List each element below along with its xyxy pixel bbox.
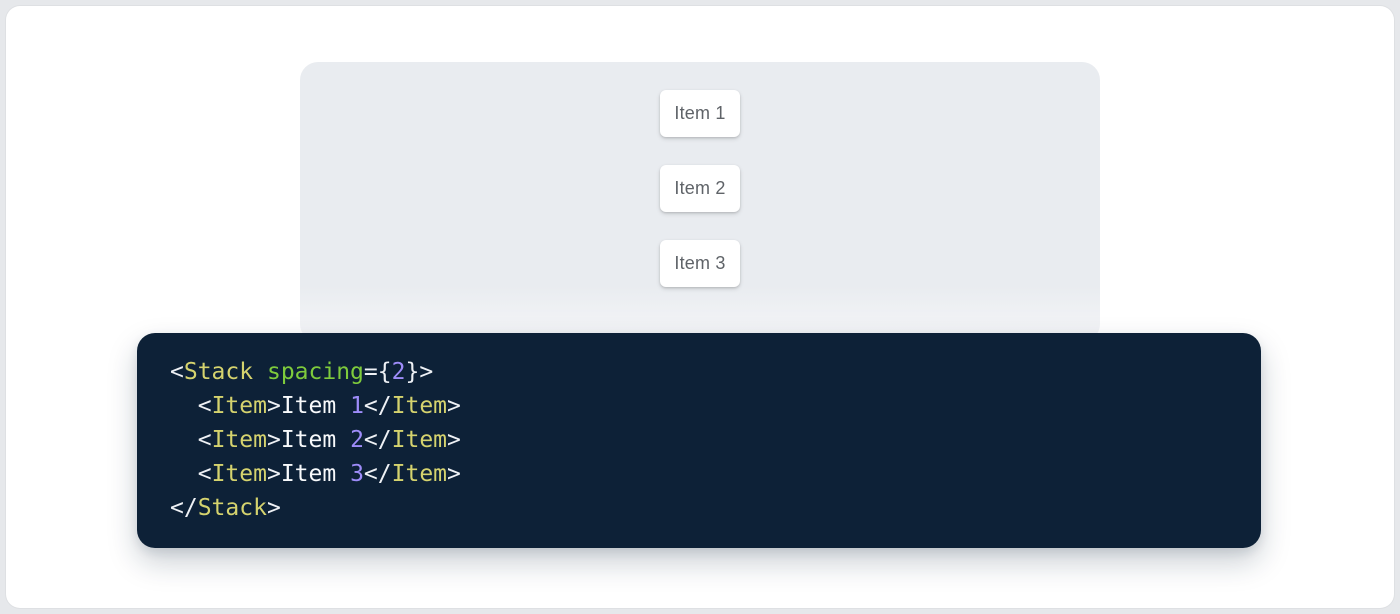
code-token: <	[197, 461, 212, 487]
code-token: Stack	[197, 495, 267, 521]
code-token: 3	[350, 461, 364, 487]
code-line: <Item>Item 1</Item>	[170, 389, 1231, 423]
code-token: 2	[391, 359, 406, 385]
code-token: Item	[211, 393, 267, 419]
code-token: </	[363, 461, 392, 487]
stack-item-card: Item 2	[660, 165, 740, 212]
code-token: >	[266, 427, 281, 453]
code-token: </	[363, 427, 392, 453]
code-block: <Stack spacing={2}> <Item>Item 1</Item> …	[137, 333, 1261, 548]
item-label: Item 1	[674, 103, 726, 123]
preview-panel: Item 1 Item 2 Item 3	[300, 62, 1100, 342]
code-token	[170, 427, 198, 453]
item-label: Item 2	[674, 178, 726, 198]
code-token: Item	[280, 393, 351, 419]
code-token: {	[377, 359, 392, 385]
stack-demo: Item 1 Item 2 Item 3	[300, 62, 1100, 287]
code-token: <	[197, 393, 212, 419]
code-token: 1	[350, 393, 364, 419]
code-token: <	[170, 359, 184, 385]
code-token: 2	[350, 427, 364, 453]
code-line: <Item>Item 2</Item>	[170, 423, 1231, 457]
code-content: <Stack spacing={2}> <Item>Item 1</Item> …	[170, 355, 1231, 525]
code-token: }	[405, 359, 420, 385]
code-token: spacing	[266, 359, 364, 385]
code-token: >	[266, 461, 281, 487]
code-token: Item	[391, 461, 448, 487]
item-label: Item 3	[674, 253, 726, 273]
code-token: Stack	[183, 359, 254, 385]
code-line: <Stack spacing={2}>	[170, 355, 1231, 389]
code-line: </Stack>	[170, 491, 1231, 525]
code-token: >	[447, 461, 461, 487]
code-token	[170, 461, 198, 487]
code-token: >	[447, 393, 461, 419]
code-token: >	[419, 359, 434, 385]
code-token: >	[447, 427, 461, 453]
code-token	[170, 393, 198, 419]
code-token: =	[363, 359, 378, 385]
stack-item-card: Item 1	[660, 90, 740, 137]
code-token: >	[266, 393, 281, 419]
code-token: Item	[391, 393, 448, 419]
code-token: >	[266, 495, 281, 521]
code-token: Item	[211, 427, 267, 453]
code-token: Item	[211, 461, 267, 487]
code-token: </	[170, 495, 198, 521]
code-token: </	[363, 393, 392, 419]
code-line: <Item>Item 3</Item>	[170, 457, 1231, 491]
code-token: Item	[391, 427, 448, 453]
code-token: <	[197, 427, 212, 453]
code-token	[253, 359, 267, 385]
code-token: Item	[280, 427, 351, 453]
stack-item-card: Item 3	[660, 240, 740, 287]
code-token: Item	[280, 461, 351, 487]
